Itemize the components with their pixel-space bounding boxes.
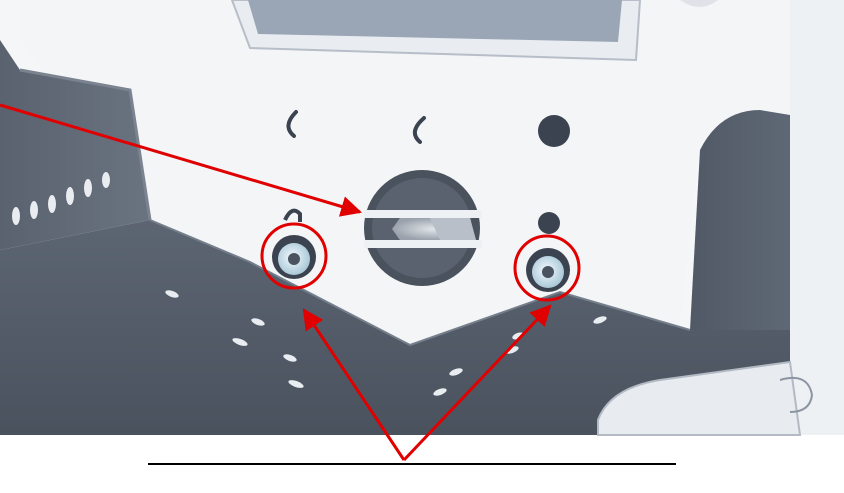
right-wall	[690, 110, 800, 330]
right-frame	[790, 0, 844, 435]
caption-underline	[148, 463, 676, 465]
round-button-lower	[538, 212, 560, 234]
right-fastener	[526, 248, 570, 292]
round-button-top	[538, 115, 570, 147]
left-fastener	[272, 235, 316, 279]
